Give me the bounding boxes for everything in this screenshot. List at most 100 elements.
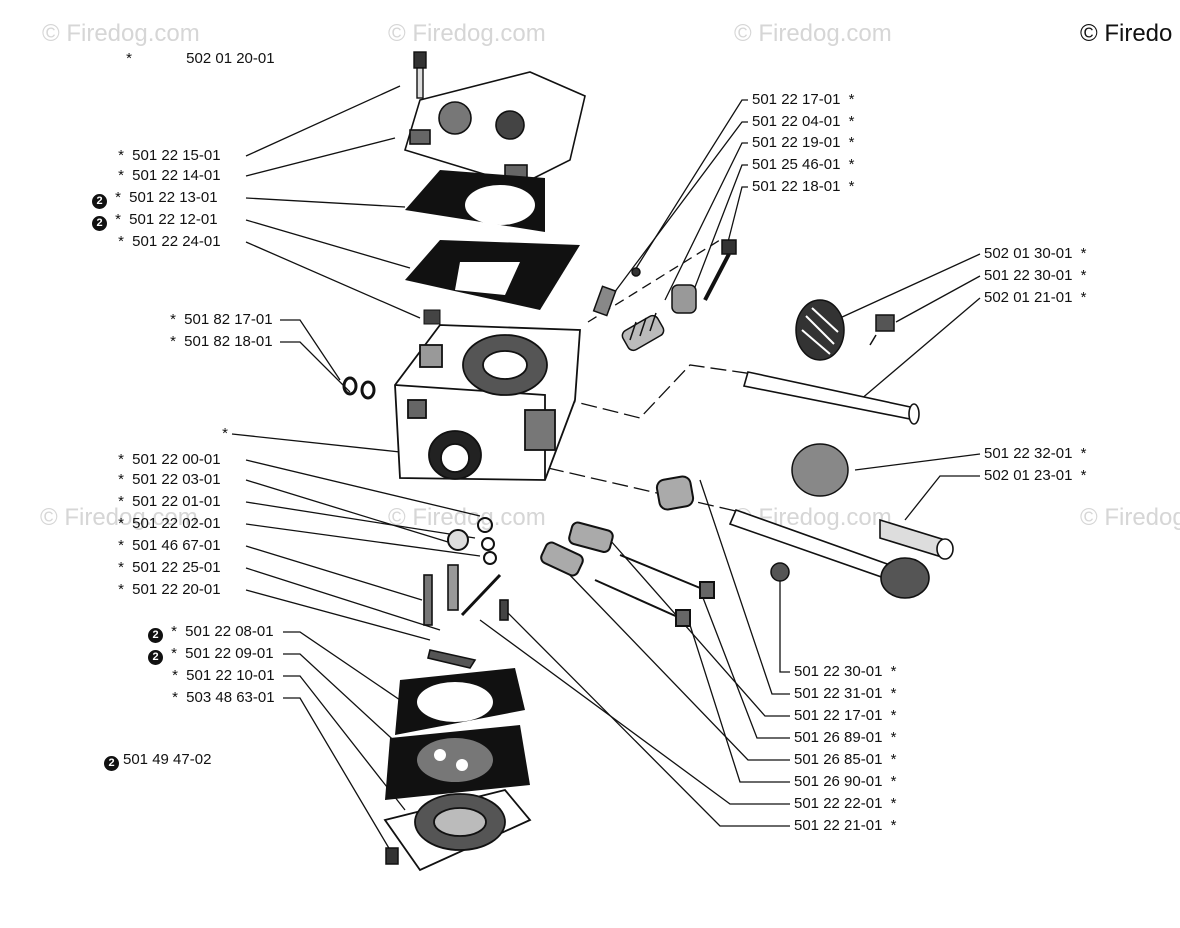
- leader-line: [245, 567, 441, 631]
- choke-valve: [791, 443, 849, 497]
- spring-part: [540, 475, 695, 577]
- part-number: 501 22 14-01: [132, 167, 221, 184]
- star-mark: *: [890, 795, 897, 812]
- part-number: 501 49 47-02: [123, 751, 212, 768]
- ref-mark-icon: 2: [104, 756, 119, 771]
- part-label-top-right: 501 22 04-01 *: [752, 113, 859, 131]
- leader-line: [245, 137, 396, 177]
- pump-cover: [404, 71, 586, 186]
- part-number: 501 22 32-01: [984, 445, 1073, 462]
- star-mark: *: [118, 581, 124, 598]
- cover-screw: [413, 51, 427, 99]
- pump-diaphragm: [405, 170, 580, 310]
- part-label-left: * 501 22 20-01: [114, 581, 221, 599]
- star-mark: *: [115, 189, 121, 206]
- leader-line: [689, 164, 748, 301]
- part-label-left: 2* 501 22 13-01: [92, 189, 218, 209]
- part-number: 501 22 09-01: [185, 645, 274, 662]
- star-mark: *: [848, 178, 855, 195]
- part-label-left: * 501 22 02-01: [114, 515, 221, 533]
- leader-line: [699, 589, 790, 739]
- leader-line: [854, 453, 981, 471]
- leader-line: [280, 319, 341, 381]
- part-label-bottom-right: 501 26 90-01 *: [794, 773, 901, 791]
- cover-screw-bottom: [385, 847, 399, 865]
- leader-line: [609, 539, 790, 717]
- watermark: © Firedog.com: [42, 20, 200, 47]
- choke-shaft: [728, 508, 954, 599]
- part-number: 501 22 17-01: [794, 707, 883, 724]
- part-number: 501 22 01-01: [132, 493, 221, 510]
- leader-line: [245, 479, 449, 543]
- leader-line: [727, 186, 748, 243]
- star-mark: *: [118, 515, 124, 532]
- part-label-right: 502 01 21-01 *: [984, 289, 1091, 307]
- adjusting-needle: [594, 554, 715, 627]
- throttle-valve: [795, 299, 845, 361]
- axis-line: [559, 364, 761, 419]
- part-number: 501 22 30-01: [984, 267, 1073, 284]
- leader-line: [689, 624, 790, 783]
- star-mark: *: [1080, 245, 1087, 262]
- star-mark: *: [1080, 445, 1087, 462]
- ref-mark-icon: 2: [148, 628, 163, 643]
- star-mark: *: [118, 559, 124, 576]
- star-mark: *: [890, 773, 897, 790]
- star-mark: *: [1080, 467, 1087, 484]
- star-mark: *: [118, 451, 124, 468]
- star-mark: *: [118, 537, 124, 554]
- part-label-left: * 501 22 24-01: [114, 233, 221, 251]
- part-number: 501 22 12-01: [129, 211, 218, 228]
- part-label-left: * 501 22 03-01: [114, 471, 221, 489]
- part-label-left: * 503 48 63-01: [168, 689, 275, 707]
- star-mark: *: [170, 333, 176, 350]
- leader-line: [245, 501, 476, 539]
- part-label-bottom-right: 501 26 89-01 *: [794, 729, 901, 747]
- metering-diaphragm: [385, 725, 530, 800]
- part-label-left: * 501 46 67-01: [114, 537, 221, 555]
- part-label-left: * 501 22 14-01: [114, 167, 221, 185]
- corner-watermark: © Firedo: [1080, 20, 1173, 47]
- part-number: 501 82 18-01: [184, 333, 273, 350]
- part-number: 501 22 19-01: [752, 134, 841, 151]
- part-label-bottom-right: 501 22 22-01 *: [794, 795, 901, 813]
- watermark: © Firedog.com: [388, 20, 546, 47]
- leader-line: [245, 459, 481, 517]
- part-label-right: 501 22 32-01 *: [984, 445, 1091, 463]
- leader-line: [283, 675, 406, 811]
- leader-line: [245, 523, 481, 557]
- part-label-bottom-right: 501 22 31-01 *: [794, 685, 901, 703]
- star-mark: *: [890, 751, 897, 768]
- part-label-left: * 501 22 00-01: [114, 451, 221, 469]
- part-label-left: 2* 501 22 12-01: [92, 211, 218, 231]
- part-number: 501 22 30-01: [794, 663, 883, 680]
- throttle-shaft: [742, 371, 920, 425]
- o-ring-pair: [342, 376, 376, 400]
- part-number: 501 22 22-01: [794, 795, 883, 812]
- leader-line: [245, 219, 411, 269]
- leader-line: [699, 479, 790, 695]
- star-mark: *: [848, 156, 855, 173]
- part-number: 501 22 08-01: [185, 623, 274, 640]
- star-mark: *: [172, 689, 178, 706]
- star-mark: *: [115, 211, 121, 228]
- part-number: 501 46 67-01: [132, 537, 221, 554]
- watermark: © Firedog.com: [734, 20, 892, 47]
- star-mark: *: [848, 113, 855, 130]
- part-label-bottom-right: 501 22 17-01 *: [794, 707, 901, 725]
- part-label-left: * 501 22 15-01: [114, 147, 221, 165]
- part-label-bottom-right: 501 22 30-01 *: [794, 663, 901, 681]
- watermark: © Firedog.com: [1080, 504, 1180, 531]
- part-label-top-right: 501 22 19-01 *: [752, 134, 859, 152]
- screw-part: [703, 239, 737, 301]
- leader-line: [904, 475, 980, 521]
- part-number: 501 26 85-01: [794, 751, 883, 768]
- leader-line: [604, 121, 748, 306]
- star-mark: *: [118, 493, 124, 510]
- star-mark: *: [1080, 289, 1087, 306]
- star-mark: *: [222, 425, 228, 442]
- star-mark: *: [172, 667, 178, 684]
- star-mark: *: [118, 471, 124, 488]
- adjusting-spring: [621, 312, 665, 352]
- header-part-label: * 502 01 20-01: [122, 50, 275, 68]
